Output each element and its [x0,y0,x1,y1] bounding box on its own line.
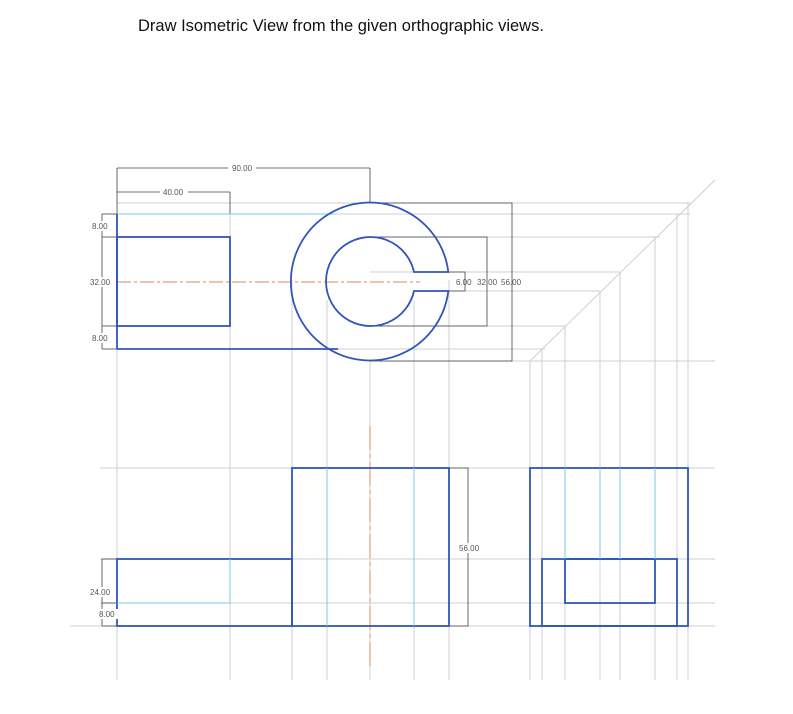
front-main-block [291,467,450,627]
overall-width-label: 90.00 [232,164,253,173]
front-height-label: 56.00 [459,544,480,553]
c-ring-outer [290,201,450,362]
bottom-edge-label: 8.00 [92,334,108,343]
dimension-lines [101,167,513,627]
inner-diameter-label: 32.00 [477,278,498,287]
side-view [529,467,689,627]
dimension-labels: 90.00 40.00 8.00 32.00 8.00 6.00 32.00 5… [89,163,522,619]
top-view [116,201,450,362]
page-title: Draw Isometric View from the given ortho… [138,17,544,35]
slot-width-label: 6.00 [456,278,472,287]
side-inner-block [564,558,656,604]
front-view [116,467,450,627]
center-lines [117,281,420,666]
base-height-label: 24.00 [90,588,111,597]
step-width-label: 40.00 [163,188,184,197]
front-base-block [116,558,293,627]
top-edge-label: 8.00 [92,222,108,231]
side-base-block [541,558,678,627]
outer-diameter-label: 56.00 [501,278,522,287]
middle-height-label: 32.00 [90,278,111,287]
base-step-label: 8.00 [99,610,115,619]
construction-lines [70,179,716,680]
